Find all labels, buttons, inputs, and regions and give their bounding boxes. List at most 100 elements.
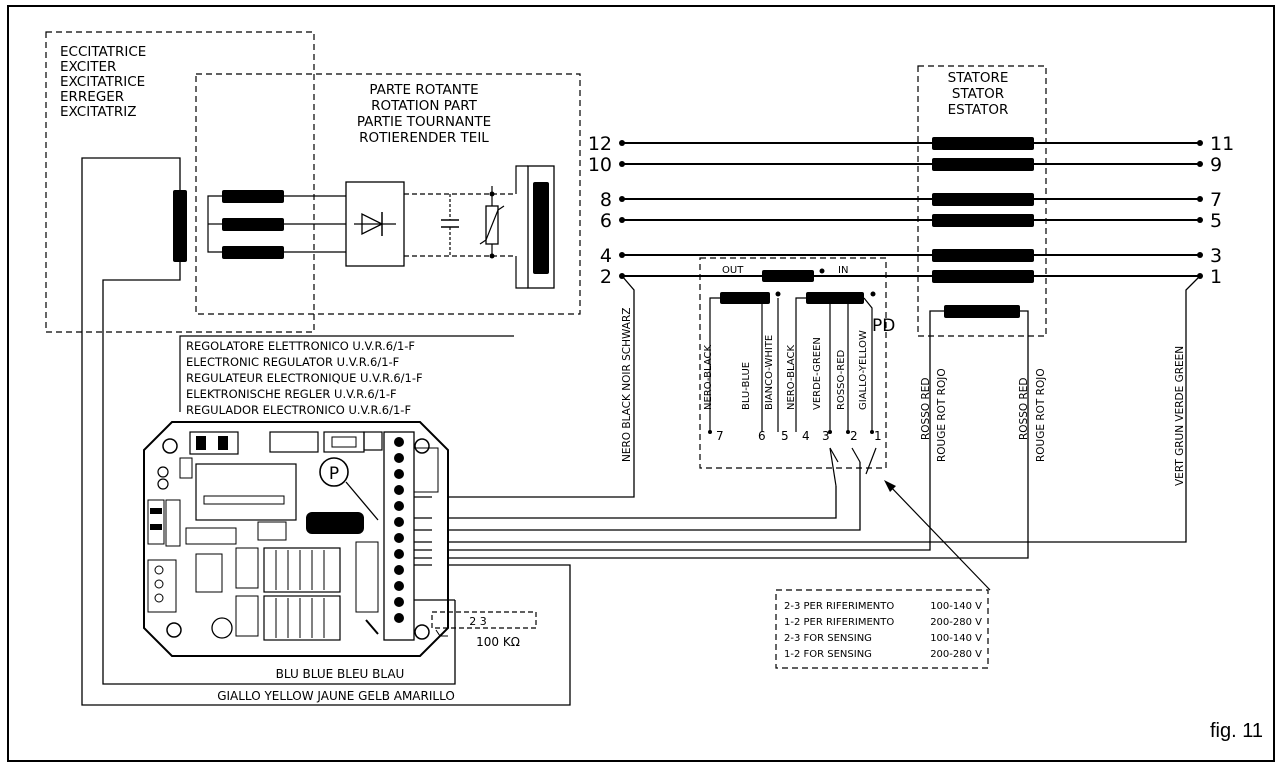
regulator-label-en: ELECTRONIC REGULATOR U.V.R.6/1-F [186, 355, 399, 369]
red-wire-1 [432, 310, 944, 551]
sensing-note-3-label: 2-3 FOR SENSING [784, 633, 872, 644]
heatsink-2 [263, 595, 341, 641]
exciter-label-de: ERREGER [60, 89, 124, 105]
stator-windings [619, 137, 1203, 283]
block-number-6: 6 [758, 429, 766, 443]
transformer-winding-1 [720, 292, 770, 304]
regulator-label-it: REGOLATORE ELETTRONICO U.V.R.6/1-F [186, 339, 415, 353]
block-wire-1: GIALLO-YELLOW [858, 330, 869, 410]
resistor-value: 100 KΩ [476, 635, 520, 649]
sensing-note-2-value: 200-280 V [930, 617, 982, 628]
terminal-12: 12 [588, 133, 612, 155]
reg-terminal[interactable] [394, 549, 404, 559]
block-wire-7: NERO-BLACK [703, 345, 714, 410]
pot-label: P [329, 464, 339, 484]
sensing-note-1-value: 100-140 V [930, 601, 982, 612]
reg-terminal[interactable] [394, 469, 404, 479]
terminal-5: 5 [1210, 210, 1222, 232]
blue-wire [102, 262, 456, 685]
in-out-link [762, 270, 814, 282]
rotating-label-de: ROTIERENDER TEIL [359, 130, 489, 146]
block-wire-3: VERDE-GREEN [812, 337, 823, 410]
mount-hole-bl [166, 622, 182, 638]
block-wire-4: NERO-BLACK [786, 345, 797, 410]
reg-terminal[interactable] [394, 597, 404, 607]
terminal-4: 4 [600, 245, 612, 267]
resistor-100k: 2 3 100 KΩ [431, 611, 537, 649]
reg-terminal[interactable] [394, 517, 404, 527]
mount-hole-tr [414, 438, 430, 454]
regulator-label-fr: REGULATEUR ELECTRONIQUE U.V.R.6/1-F [186, 371, 423, 385]
sensing-note-2-label: 1-2 PER RIFERIMENTO [784, 617, 894, 628]
reg-terminal[interactable] [394, 437, 404, 447]
potentiometer-icon[interactable] [319, 457, 349, 487]
in-label: IN [838, 265, 848, 276]
exciter-field-winding [173, 190, 187, 262]
block-number-3: 3 [822, 429, 830, 443]
reg-terminal[interactable] [394, 581, 404, 591]
armature-winding-3 [222, 246, 284, 259]
red-wire-1-label-b: ROUGE ROT ROJO [936, 368, 948, 462]
sensing-note-4-label: 1-2 FOR SENSING [784, 649, 872, 660]
pd-label: PD [872, 316, 895, 336]
rotating-label-fr: PARTIE TOURNANTE [357, 114, 491, 130]
reg-terminal[interactable] [394, 501, 404, 511]
sensing-notes-box [775, 589, 989, 669]
yellow-wire [81, 157, 571, 706]
reg-terminal[interactable] [394, 485, 404, 495]
armature-winding-2 [222, 218, 284, 231]
figure-label: fig. 11 [1210, 720, 1263, 742]
sensing-wire-2 [432, 462, 861, 531]
regulator-label-es: REGULADOR ELECTRONICO U.V.R.6/1-F [186, 403, 411, 417]
reg-terminal[interactable] [394, 565, 404, 575]
reg-terminal[interactable] [394, 453, 404, 463]
terminal-3: 3 [1210, 245, 1222, 267]
sensing-wire-1 [432, 486, 837, 519]
terminal-7: 7 [1210, 189, 1222, 211]
regulator-labels: REGOLATORE ELETTRONICO U.V.R.6/1-F ELECT… [179, 335, 514, 417]
regulator-terminals [394, 437, 404, 623]
regulator-label-de: ELEKTRONISCHE REGLER U.V.R.6/1-F [186, 387, 397, 401]
block-wire-6: BLU-BLUE [741, 362, 752, 410]
exciter-box [45, 31, 315, 333]
block-number-5: 5 [781, 429, 789, 443]
regulator-terminal-strip [383, 431, 415, 641]
terminal-11: 11 [1210, 133, 1234, 155]
blue-wire-label: BLU BLUE BLEU BLAU [276, 667, 405, 681]
yellow-wire-label: GIALLO YELLOW JAUNE GELB AMARILLO [217, 689, 455, 703]
stator-label-es: ESTATOR [948, 102, 1009, 118]
exciter-label-en: EXCITER [60, 59, 116, 75]
exciter-label-es: EXCITATRIZ [60, 104, 136, 120]
stator-section: STATORE STATOR ESTATOR [432, 65, 1234, 559]
transformer-winding-2 [806, 292, 864, 304]
mount-hole-br [414, 624, 430, 640]
regulator-outline [143, 421, 449, 657]
block-wire-5: BIANCO-WHITE [764, 335, 775, 410]
terminal-6: 6 [600, 210, 612, 232]
rotating-box [195, 73, 581, 315]
rotor-field-winding [533, 182, 549, 274]
reg-terminal[interactable] [394, 613, 404, 623]
terminal-block-box [699, 257, 887, 469]
sensing-notes: 2-3 PER RIFERIMENTO 100-140 V 1-2 PER RI… [775, 589, 989, 669]
red-wire-1-label-a: ROSSO RED [920, 377, 932, 440]
stator-label-en: STATOR [952, 86, 1004, 102]
resistor-terminals: 2 3 [469, 615, 487, 628]
regulator-board: P [143, 421, 456, 657]
reg-terminal[interactable] [394, 533, 404, 543]
green-wire [432, 275, 1201, 543]
black-wire-label: NERO BLACK NOIR SCHWARZ [621, 308, 633, 462]
outer-frame [7, 5, 1275, 762]
block-number-2: 2 [850, 429, 858, 443]
auxiliary-winding [944, 305, 1020, 318]
sensing-note-1-label: 2-3 PER RIFERIMENTO [784, 601, 894, 612]
rotating-label-en: ROTATION PART [371, 98, 478, 114]
terminal-10: 10 [588, 154, 612, 176]
pointer-arrow-icon [884, 480, 896, 492]
rotating-label-it: PARTE ROTANTE [369, 82, 478, 98]
exciter-label-fr: EXCITATRICE [60, 74, 145, 90]
heatsink-1 [263, 547, 341, 593]
stator-box [917, 65, 1047, 337]
sensing-note-4-value: 200-280 V [930, 649, 982, 660]
